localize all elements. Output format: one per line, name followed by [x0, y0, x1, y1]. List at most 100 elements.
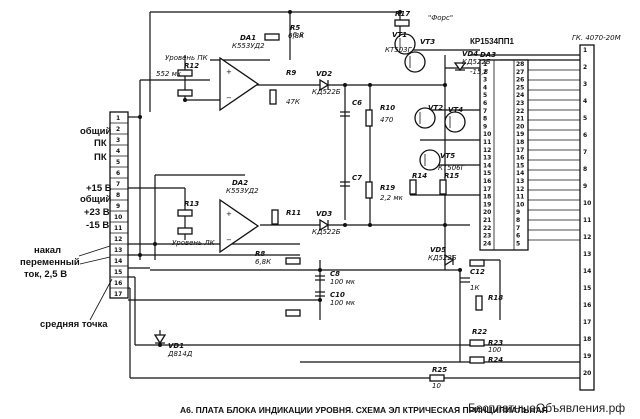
chip-pin-right-21: 21	[516, 116, 524, 123]
vd2-type: КД522Б	[312, 88, 341, 96]
connector-pin-12: 12	[583, 234, 591, 241]
chip-pin-left-4: 4	[483, 84, 487, 91]
label-leaders	[78, 245, 113, 321]
chip-pin-left-8: 8	[483, 116, 487, 123]
connector-label: ГК. 4070-20М	[572, 34, 621, 42]
opamp-da1: + −	[219, 56, 260, 112]
resistors	[177, 19, 485, 382]
chip-pin-left-15: 15	[483, 170, 491, 177]
connector-pin-5: 5	[583, 115, 587, 122]
left-pin-14: 14	[114, 258, 122, 265]
chip-pin-right-5: 5	[516, 240, 520, 247]
connector-pin-4: 4	[583, 98, 587, 105]
vt5-label: VT5	[440, 152, 455, 160]
chip-pin-left-3: 3	[483, 77, 487, 84]
da1-type: К553УД2	[232, 42, 265, 50]
r8-label: R8	[255, 250, 265, 258]
vd3-type: КД522Б	[312, 228, 341, 236]
vd1-label: VD1	[168, 342, 184, 350]
r9-label: R9	[286, 69, 296, 77]
fore-label: "Форс"	[428, 14, 453, 22]
vd3-label: VD3	[316, 210, 332, 218]
vt2-label: VT2	[428, 104, 443, 112]
chip-pin-right-7: 7	[516, 225, 520, 232]
chip-da3	[479, 59, 529, 251]
vt1-type: КТ503Г	[385, 46, 413, 54]
component-labels: R5 6,8К R8 6,8К VD2 КД522Б VD3 КД522Б VD…	[156, 10, 503, 390]
chip-pin-right-27: 27	[516, 69, 524, 76]
c10-value: 100 мк	[330, 299, 356, 307]
r5-value: 6,8К	[288, 32, 305, 40]
chip-pin-right-6: 6	[516, 233, 520, 240]
chip-pin-left-22: 22	[483, 225, 491, 232]
da2-type: К553УД2	[226, 187, 259, 195]
vt4-label: VT4	[448, 106, 463, 114]
chip-pin-left-7: 7	[483, 108, 487, 115]
chip-pin-right-28: 28	[516, 61, 524, 68]
r19-label: R19	[380, 184, 395, 192]
vd5-label: VD5	[430, 246, 446, 254]
c12-label: C12	[470, 268, 485, 276]
vd5-type: КД522Б	[428, 254, 457, 262]
chip-pin-left-21: 21	[483, 217, 491, 224]
val22-label: 2,2 мк	[380, 194, 404, 202]
vd1-type: Д814Д	[167, 350, 193, 358]
chip-pin-right-13: 13	[516, 178, 524, 185]
chip-pin-left-1: 1	[483, 61, 487, 68]
r22-label: R22	[472, 328, 487, 336]
connector-pin-19: 19	[583, 353, 591, 360]
c6-label: C6	[352, 99, 362, 107]
chip-pin-left-10: 10	[483, 131, 491, 138]
chip-pin-left-24: 24	[483, 240, 491, 247]
left-connector: 1 2 3 4 5 6 7 8 9 10 11 12 13 14 15 16 1…	[109, 111, 129, 299]
c8-label: C8	[330, 270, 340, 278]
left-pin-11: 11	[114, 225, 122, 232]
label-common-1: общий	[80, 126, 112, 137]
chip-pin-right-22: 22	[516, 108, 524, 115]
r18-label: R18	[488, 294, 503, 302]
transistors	[394, 33, 466, 171]
val47k-label: 47К	[286, 98, 301, 106]
chip-pin-right-14: 14	[516, 170, 524, 177]
chip-pin-right-9: 9	[516, 209, 520, 216]
left-pin-16: 16	[114, 280, 122, 287]
left-pin-17: 17	[114, 291, 122, 298]
left-pin-7: 7	[116, 181, 120, 188]
label-pk-1: ПК	[94, 138, 107, 149]
connector-pin-7: 7	[583, 149, 587, 156]
vd4-type: КД522Б	[462, 58, 491, 66]
vt1-label: VT1	[392, 31, 407, 39]
capacitors	[315, 111, 470, 297]
r552-label: 552 мк	[156, 70, 182, 78]
connector-pin-8: 8	[583, 166, 587, 173]
left-pin-1: 1	[116, 115, 120, 122]
da3-label: DA3	[480, 51, 496, 59]
da2-label: DA2	[232, 179, 248, 187]
connector-pin-6: 6	[583, 132, 587, 139]
connector-pin-1: 1	[583, 47, 587, 54]
opamp-da2: + −	[219, 198, 260, 254]
vt5-type: КТ506Г	[438, 164, 466, 172]
r15-label: R15	[444, 172, 459, 180]
svg-text:+: +	[226, 68, 232, 76]
chip-pin-left-18: 18	[483, 194, 491, 201]
connector-pin-13: 13	[583, 251, 591, 258]
vd2-label: VD2	[316, 70, 332, 78]
da1-label: DA1	[240, 34, 256, 42]
label-heat-2: переменный	[20, 257, 80, 268]
label-plus15: +15 В	[86, 183, 112, 194]
chip-pin-right-8: 8	[516, 217, 520, 224]
r25-label: R25	[432, 366, 447, 374]
chip-pin-left-23: 23	[483, 233, 491, 240]
diodes	[153, 62, 467, 345]
r13-label: R13	[184, 200, 199, 208]
chip-pin-left-6: 6	[483, 100, 487, 107]
r17-label: R17	[395, 10, 410, 18]
chip-pin-right-15: 15	[516, 162, 524, 169]
chip-pin-right-23: 23	[516, 100, 524, 107]
chip-pin-right-26: 26	[516, 77, 524, 84]
svg-text:−: −	[226, 94, 232, 102]
connector-pin-15: 15	[583, 285, 591, 292]
